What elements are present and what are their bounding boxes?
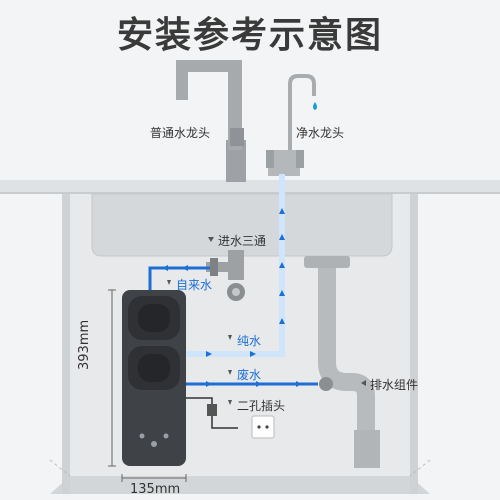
width-dimension: [121, 474, 187, 482]
purified-faucet-label: 净水龙头: [296, 126, 345, 140]
waste-water-label: 废水: [237, 368, 262, 382]
height-dimension-label: 393mm: [77, 319, 92, 370]
power-adapter: [207, 404, 217, 416]
cabinet-left-wall: [62, 194, 70, 494]
tap-water-label: 自来水: [176, 278, 213, 292]
cabinet-right-wall: [410, 194, 418, 494]
width-dimension-label: 135mm: [130, 482, 181, 497]
purifier-button-2: [163, 433, 169, 439]
cabinet-dashed-edge-left: [49, 459, 71, 477]
height-dimension: [108, 289, 116, 467]
inlet-tee-valve: [206, 250, 245, 301]
regular-faucet-label: 普通水龙头: [150, 126, 211, 140]
purifier-button-1: [139, 433, 145, 439]
inlet-tee-label: 进水三通: [218, 234, 267, 248]
regular-faucet: [176, 60, 246, 182]
pure-water-label: 纯水: [237, 334, 262, 348]
sink-basin: [91, 193, 393, 257]
cabinet-floor: [50, 476, 430, 494]
countertop: [0, 180, 500, 194]
cabinet-dashed-edge-right: [409, 459, 431, 477]
drain-pipe: [304, 256, 380, 468]
two-pin-plug-label: 二孔插头: [237, 399, 286, 413]
drain-assembly-label: 排水组件: [370, 378, 419, 392]
waste-water-arrows: [206, 381, 302, 387]
water-purifier: [122, 290, 186, 466]
drain-clamp: [319, 377, 333, 391]
purifier-logo: [151, 441, 157, 447]
label-pointers: [167, 237, 366, 405]
purified-faucet: [266, 74, 317, 176]
wall-outlet: [251, 415, 275, 439]
diagram-title: 安装参考示意图: [116, 15, 383, 56]
tap-water-arrows: [162, 265, 188, 271]
tap-water-pipe: [148, 266, 210, 300]
countertop-edge: [0, 192, 500, 194]
pure-water-arrows: [206, 208, 285, 357]
